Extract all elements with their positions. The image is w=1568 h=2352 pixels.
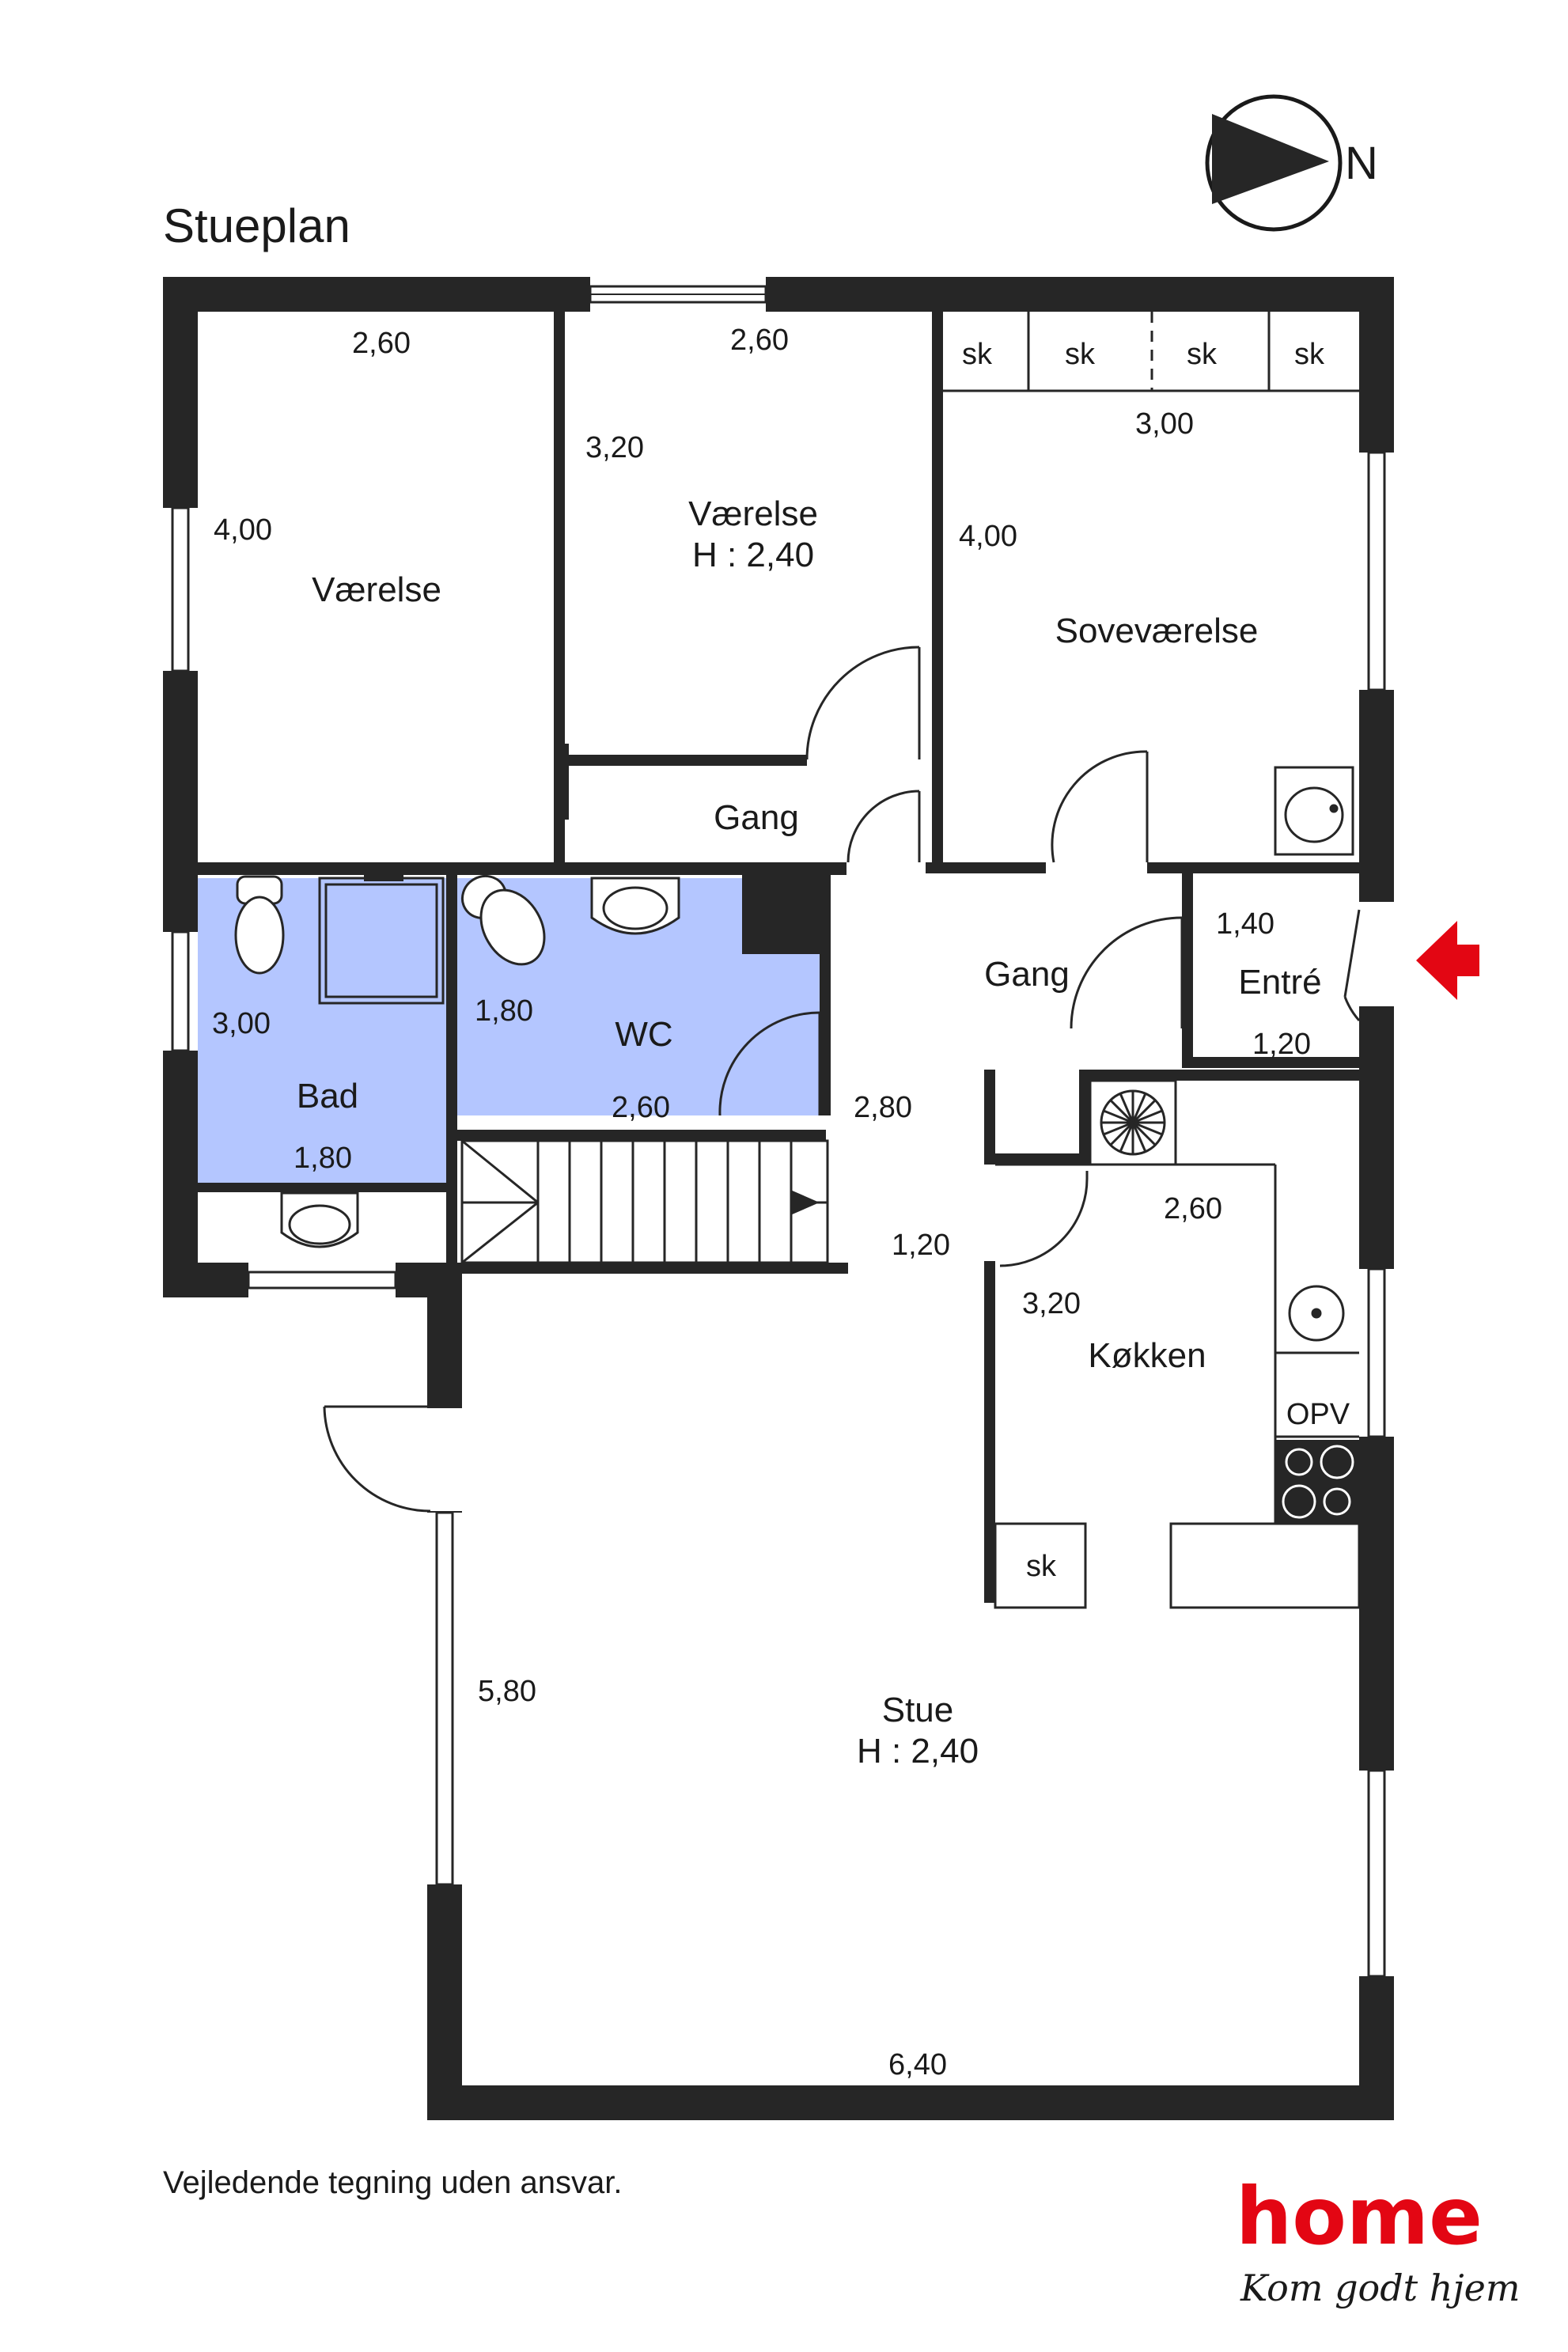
dim-width: 2,60 [730,324,789,357]
room-name-stue: Stue [882,1691,954,1729]
room-labels: Værelse 2,60 4,00 Værelse H : 2,40 2,60 … [212,324,1350,2081]
room-name-gang: Gang [984,955,1070,994]
room-name-bad: Bad [297,1077,358,1115]
room-height: H : 2,40 [692,536,814,574]
dim-width: 2,80 [854,1091,912,1124]
shower-icon [318,875,445,1005]
windows [163,277,1394,1978]
sink-icon [1288,1285,1345,1342]
fireplace-icon [1089,1079,1177,1166]
sink-icon [280,1191,359,1248]
opv-label: OPV [1286,1398,1350,1431]
dim-depth: 1,80 [475,994,533,1028]
room-name-wc: WC [615,1015,672,1054]
toilet-icon [460,874,546,966]
closet-label: sk [1294,338,1325,371]
disclaimer: Vejledende tegning uden ansvar. [163,2165,623,2200]
room-name-kokken: Køkken [1088,1336,1206,1375]
north-arrow-icon: N [1205,94,1378,232]
stove-icon [1275,1440,1359,1524]
brand-tagline: Kom godt hjem [1240,2267,1521,2309]
closet-label: sk [1065,338,1096,371]
dim-depth: 3,20 [1022,1287,1081,1320]
brand-logo: home Kom godt hjem [1236,2170,1521,2309]
brand-name: home [1236,2170,1483,2263]
dim-width: 3,00 [1135,407,1194,441]
entrance-arrow-icon [1416,921,1479,1000]
door-swings [323,646,1361,1513]
dim-depth: 5,80 [478,1675,536,1708]
sink-icon [590,877,680,935]
room-name-entre: Entré [1238,963,1321,1002]
dim-depth: 4,00 [959,520,1017,553]
dim-width: 2,60 [352,327,411,360]
toilet-icon [234,875,285,975]
dim-depth: 3,00 [212,1007,271,1040]
dim-depth: 4,00 [214,513,272,547]
closet-label: sk [962,338,993,371]
sink-icon [1274,766,1354,856]
room-name-sovevaerelse: Soveværelse [1055,612,1259,650]
staircase [460,1139,829,1264]
dim-depth: 1,20 [1252,1028,1311,1061]
dim-width: 2,60 [1164,1192,1222,1225]
dim-depth: 1,20 [892,1229,950,1262]
closet-label: sk [1026,1550,1057,1583]
room-height: H : 2,40 [857,1732,979,1771]
north-label: N [1345,138,1378,189]
plan-title: Stueplan [163,199,350,252]
dim-width: 1,40 [1216,907,1274,941]
room-name-vaerelse-2: Værelse [688,494,818,533]
dim-width: 6,40 [888,2048,947,2081]
room-name-vaerelse-1: Værelse [312,570,441,609]
room-name-gang: Gang [714,798,799,837]
kitchen-counter [994,1163,1361,1609]
wardrobe-row [943,312,1359,392]
dim-width: 1,80 [294,1142,352,1175]
dim-depth: 3,20 [585,431,644,464]
dim-width: 2,60 [612,1091,670,1124]
closet-label: sk [1187,338,1218,371]
